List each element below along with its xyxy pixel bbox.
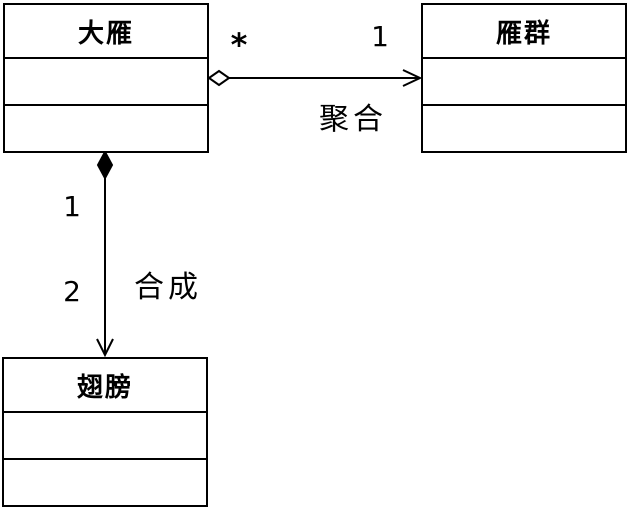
class-title: 雁群: [495, 18, 552, 49]
aggregation-source-multiplicity: *: [230, 26, 248, 64]
composition-arrowhead-icon: [96, 338, 114, 358]
composition-edge: [96, 149, 114, 358]
aggregation-label: 聚合: [319, 102, 387, 137]
class-box-dayan: 大雁: [3, 3, 209, 153]
composition-filled-diamond-icon: [96, 149, 114, 181]
composition-target-multiplicity: 2: [63, 275, 81, 308]
aggregation-open-diamond-icon: [207, 69, 231, 87]
class-box-yanqun: 雁群: [421, 3, 627, 153]
aggregation-arrowhead-icon: [402, 69, 423, 87]
class-title: 翅膀: [76, 372, 133, 403]
class-box-chibang: 翅膀: [2, 357, 208, 507]
class-attributes-compartment: [423, 57, 625, 104]
aggregation-target-multiplicity: 1: [371, 20, 389, 53]
class-attributes-compartment: [4, 411, 206, 458]
class-methods-compartment: [4, 458, 206, 505]
class-methods-compartment: [5, 104, 207, 151]
composition-source-multiplicity: 1: [63, 190, 81, 223]
composition-label: 合成: [134, 270, 202, 305]
class-title: 大雁: [77, 18, 134, 49]
aggregation-edge: [207, 69, 423, 87]
class-methods-compartment: [423, 104, 625, 151]
class-attributes-compartment: [5, 57, 207, 104]
